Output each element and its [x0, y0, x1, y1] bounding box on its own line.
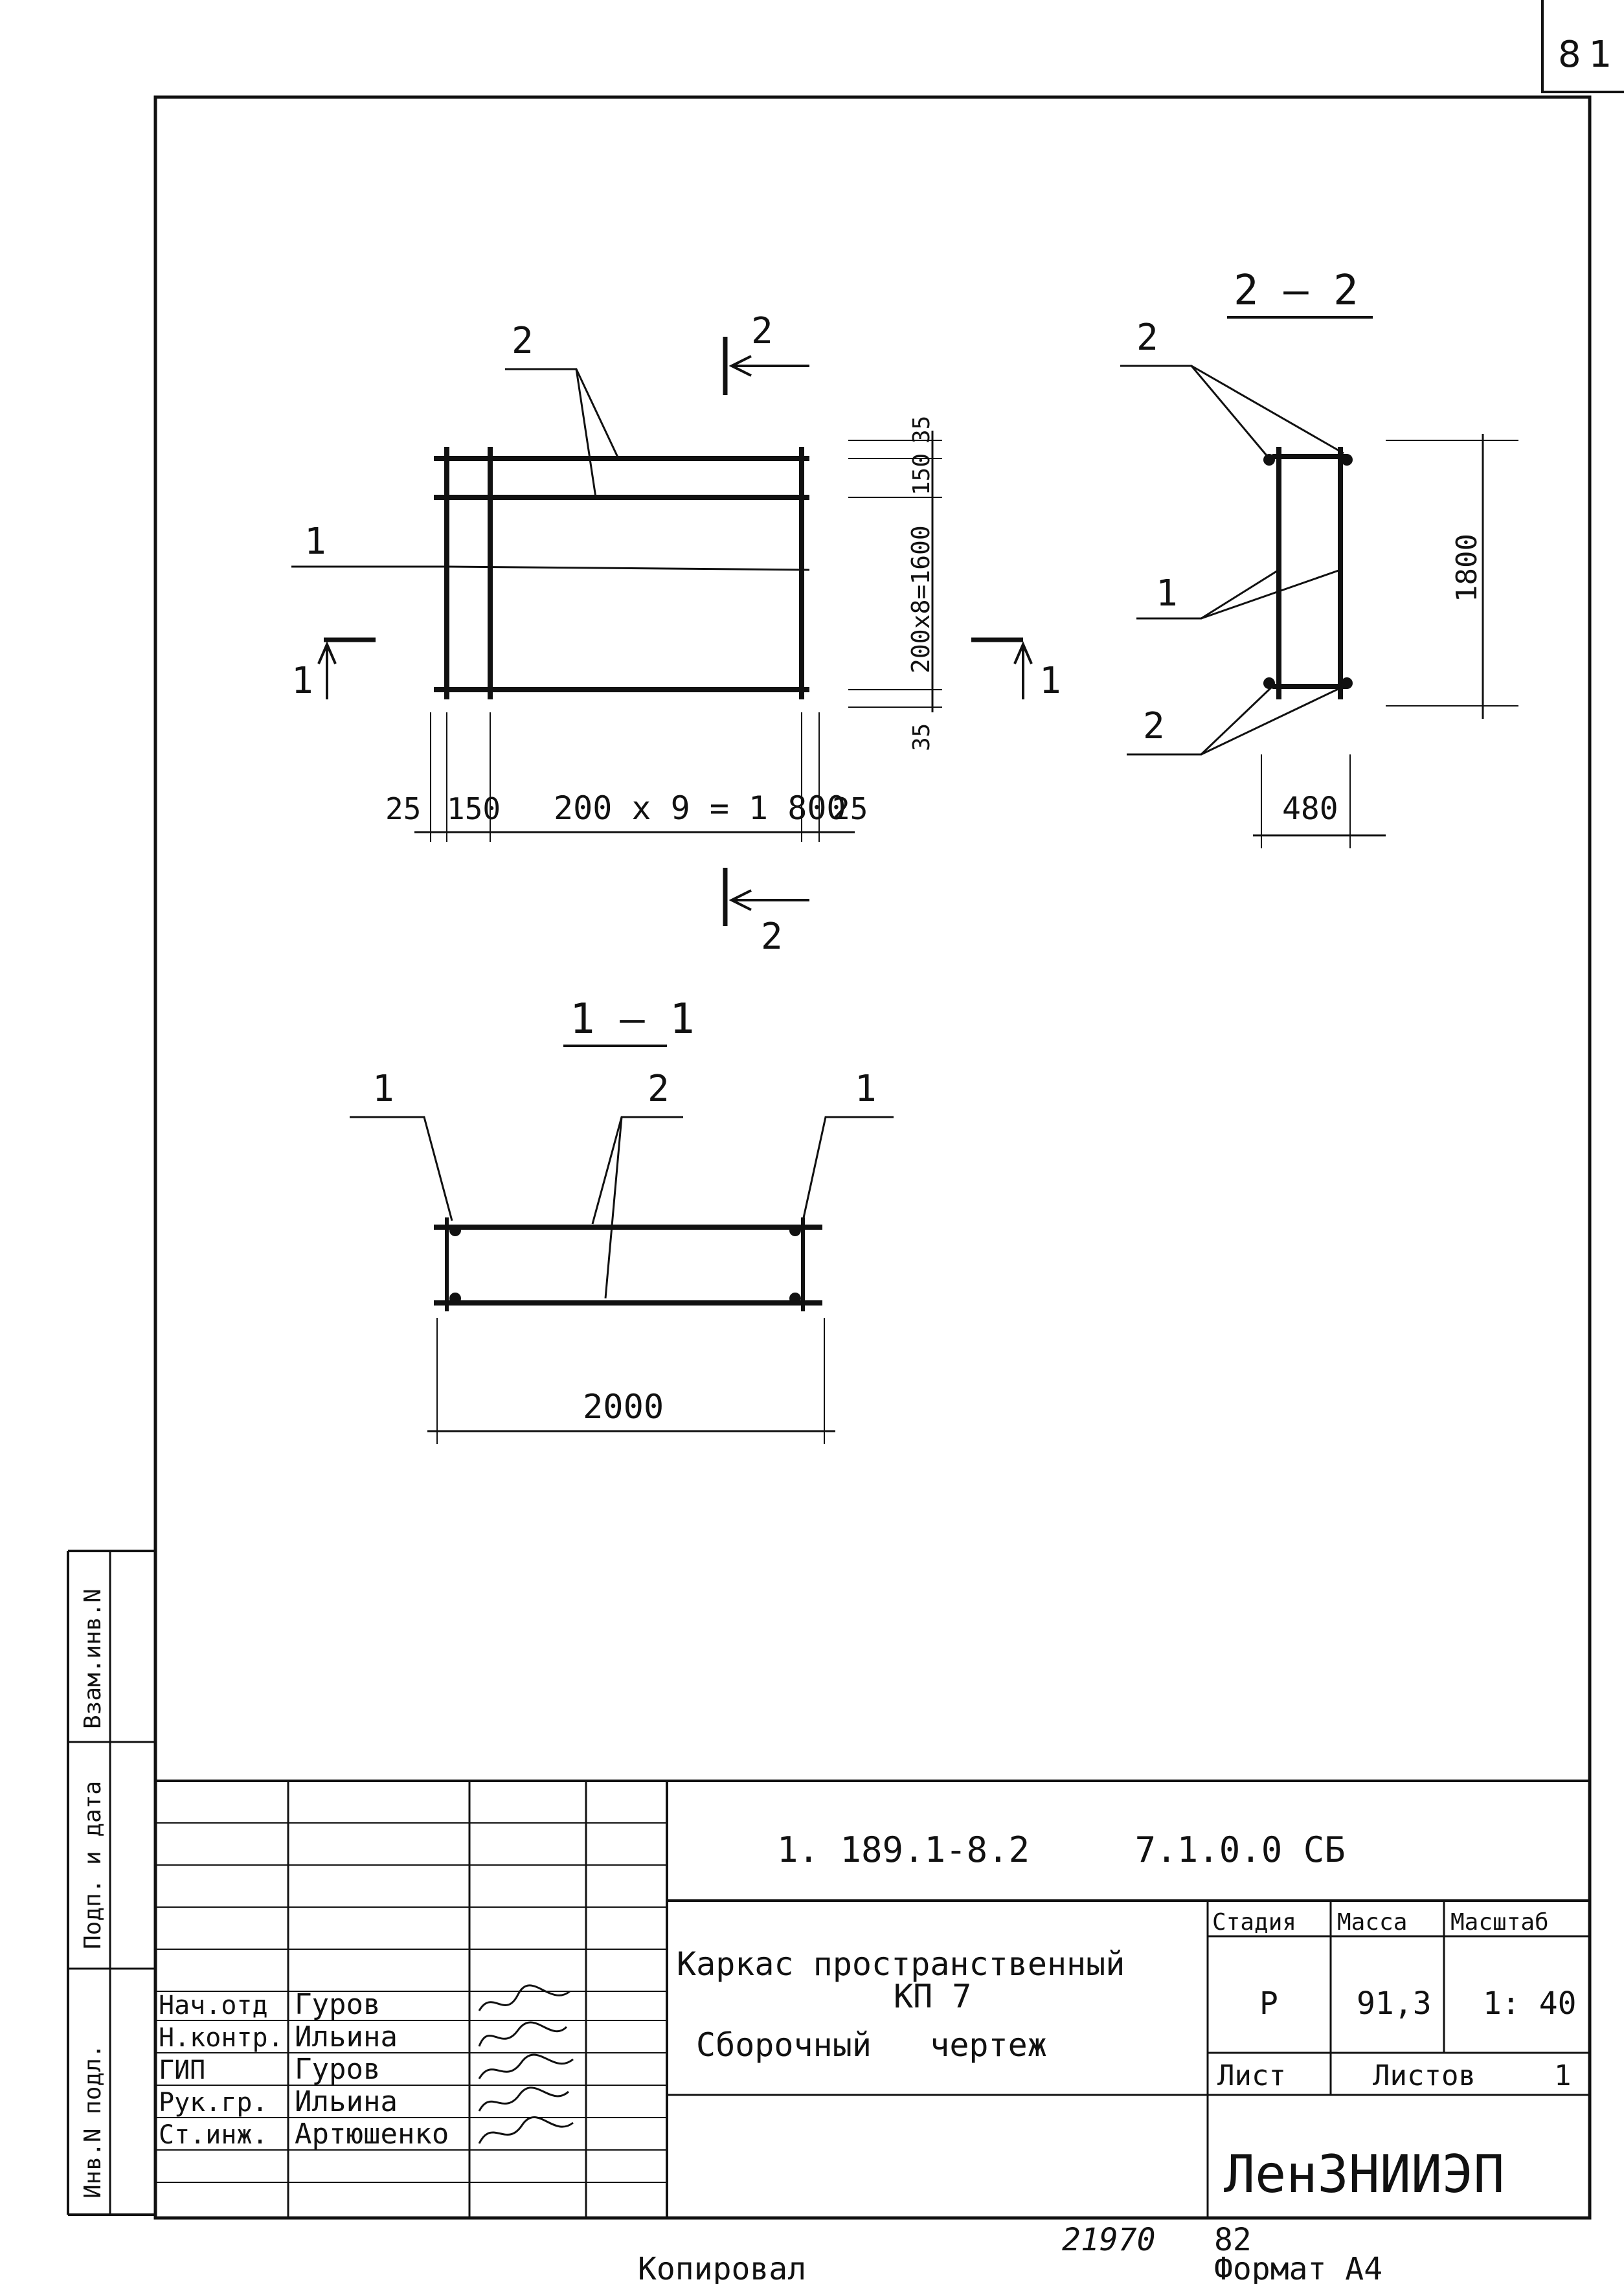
sig-role: Нач.отд	[159, 1991, 268, 2020]
s11-leader-mid-a	[591, 1116, 683, 1225]
s22-leader-top-a	[1120, 365, 1270, 459]
plan-leader-2a	[505, 368, 620, 459]
s22-leader-mid-label: 1	[1156, 572, 1178, 615]
sig-name: Ильина	[295, 2020, 398, 2053]
side-stamp-podp: Подп. и дата	[80, 1781, 106, 1949]
signature-scribble	[478, 2053, 574, 2079]
plan-dim-top: 35	[908, 416, 935, 444]
tb-stage-label: Стадия	[1212, 1909, 1296, 1936]
tb-doc-code: 1. 189.1-8.2 7.1.0.0 СБ	[777, 1829, 1346, 1870]
s22-rod-1	[1263, 454, 1275, 466]
section-mark-top-arrowhead	[728, 355, 752, 377]
plan-leader-2-label: 2	[512, 320, 534, 362]
s11-leader-right-label: 1	[855, 1068, 877, 1110]
tb-mass-label: Масса	[1337, 1909, 1407, 1936]
sig-name: Гуров	[295, 1988, 380, 2021]
footer-copied: Копировал	[638, 2251, 806, 2284]
s22-leader-mid-b	[1201, 569, 1341, 620]
signature-row: Ст.инж. Артюшенко	[159, 2116, 574, 2151]
plan-dim-right-end: 25	[832, 791, 868, 826]
footer-format: Формат А4	[1214, 2251, 1382, 2284]
sheet-number: 81	[1558, 34, 1620, 76]
drawing-frame	[153, 95, 1592, 2220]
s11-dim-length: 2000	[583, 1388, 664, 1427]
plan-leader-2b	[575, 368, 597, 498]
sig-role: Ст.инж.	[159, 2120, 268, 2150]
sig-name: Артюшенко	[295, 2118, 449, 2151]
s22-leader-top-label: 2	[1136, 317, 1158, 359]
side-stamp-vzam: Взам.инв.N	[80, 1589, 106, 1729]
s22-rod-2	[1341, 454, 1353, 466]
section-2-2-title: 2 – 2	[1234, 267, 1359, 315]
plan-dim-top-first: 150	[908, 453, 935, 495]
s11-rod-4	[789, 1293, 801, 1304]
section-1-1-title: 1 – 1	[570, 995, 695, 1043]
section-mark-right-arrowhead	[1013, 640, 1033, 664]
s22-rod-3	[1263, 677, 1275, 689]
sig-role: Н.контр.	[159, 2023, 284, 2053]
signature-row: ГИП Гуров	[159, 2053, 574, 2086]
sheet-number-tab: 81	[1541, 0, 1624, 93]
signature-scribble	[478, 2116, 574, 2144]
side-stamp: Взам.инв.N Подп. и дата Инв.N подл.	[67, 1550, 155, 2216]
tb-sheets-label: Листов	[1373, 2059, 1476, 2092]
tb-scale-value: 1: 40	[1483, 1985, 1577, 2022]
signature-scribble	[478, 1984, 570, 2011]
title-block: 1. 189.1-8.2 7.1.0.0 СБ Каркас пространс…	[155, 1780, 1590, 2218]
plan-view: 2 1 2 2 1 1 25 150 200 x 9 = 1 800 25	[291, 310, 1061, 958]
plan-dim-bottom: 35	[908, 723, 935, 751]
s11-rod-1	[449, 1225, 461, 1236]
plan-leader-1	[291, 565, 810, 571]
tb-sheets-value: 1	[1554, 2059, 1572, 2092]
sig-name: Гуров	[295, 2053, 380, 2086]
plan-dim-main: 200 x 9 = 1 800	[554, 789, 846, 827]
tb-name-line1: Каркас пространственный	[677, 1945, 1125, 1983]
s22-rod-4	[1341, 677, 1353, 689]
tb-organization: ЛенЗНИИЭП	[1224, 2144, 1504, 2204]
section-mark-left-arrowhead	[317, 640, 337, 664]
s22-leader-bottom-label: 2	[1143, 705, 1165, 747]
tb-name-line3: Сборочный чертеж	[696, 2026, 1047, 2064]
section-mark-left-label: 1	[291, 660, 313, 702]
section-mark-bottom-label: 2	[761, 916, 783, 958]
section-mark-bottom-arrowhead	[728, 889, 752, 911]
footer-number-left: 21970	[1062, 2222, 1156, 2258]
s11-leader-left	[350, 1116, 453, 1221]
s11-leader-mid-label: 2	[648, 1068, 670, 1110]
s11-leader-mid-b	[604, 1116, 623, 1299]
signature-row: Рук.гр. Ильина	[159, 2085, 569, 2118]
s11-rod-3	[449, 1293, 461, 1304]
sig-role: Рук.гр.	[159, 2088, 268, 2118]
section-mark-top-label: 2	[751, 310, 773, 352]
plan-dim-left-end: 25	[385, 791, 421, 826]
s22-leader-bottom-b	[1201, 685, 1344, 756]
plan-dim-vertical-main: 200x8=1600	[907, 525, 935, 673]
s11-rod-2	[789, 1225, 801, 1236]
tb-name-line2: КП 7	[894, 1978, 971, 2015]
tb-stage-value: Р	[1259, 1985, 1278, 2022]
tb-mass-value: 91,3	[1357, 1985, 1432, 2022]
s11-leader-left-label: 1	[372, 1068, 394, 1110]
signature-row: Н.контр. Ильина	[159, 2020, 568, 2053]
footer-number-right: 82	[1214, 2222, 1252, 2258]
signature-scribble	[478, 2086, 569, 2112]
section-1-1: 1 – 1 1 2 1 2000	[350, 995, 894, 1444]
signature-row: Нач.отд Гуров	[159, 1984, 570, 2021]
s22-dim-width: 480	[1282, 791, 1338, 827]
plan-leader-1-label: 1	[304, 521, 326, 563]
plan-dim-left-first: 150	[447, 791, 501, 826]
tb-sheet-label: Лист	[1217, 2059, 1286, 2092]
tb-scale-label: Масштаб	[1450, 1909, 1549, 1936]
side-stamp-inv: Инв.N подл.	[80, 2044, 106, 2199]
signature-scribble	[478, 2021, 568, 2047]
section-2-2: 2 – 2 2 1 2 1800 480	[1120, 267, 1518, 848]
s22-dim-height: 1800	[1450, 534, 1483, 602]
section-mark-right-label: 1	[1039, 660, 1061, 702]
s11-leader-right	[802, 1116, 894, 1221]
sig-role: ГИП	[159, 2055, 205, 2085]
sig-name: Ильина	[295, 2085, 398, 2118]
s22-leader-top-b	[1191, 365, 1344, 455]
